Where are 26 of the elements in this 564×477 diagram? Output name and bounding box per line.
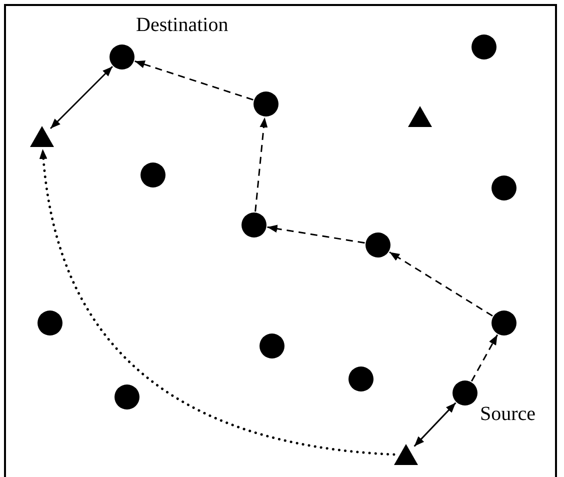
triangle-node <box>394 444 418 465</box>
dashed-arrow <box>134 60 254 101</box>
dashed-arrow <box>267 224 365 244</box>
node-circle <box>140 162 166 188</box>
node-circle <box>348 366 374 392</box>
dashed-arrow <box>470 334 498 382</box>
triangle-node <box>408 106 432 127</box>
node-label: Destination <box>136 14 228 36</box>
double-arrow <box>50 66 114 130</box>
node-circle <box>492 310 516 336</box>
node-circle <box>452 380 478 406</box>
node-circle <box>242 212 266 238</box>
node-circle <box>254 92 278 116</box>
dashed-arrow <box>389 251 493 317</box>
node-circle <box>366 232 390 258</box>
node-circle <box>260 334 284 358</box>
node-label: Source <box>480 403 536 425</box>
triangle-node <box>30 126 54 147</box>
node-circle <box>492 176 516 200</box>
node-circle <box>472 34 496 60</box>
dotted-arrow <box>40 148 396 456</box>
node-circle <box>110 44 134 70</box>
node-circle <box>38 310 62 336</box>
node-circle <box>114 384 140 410</box>
dashed-arrow <box>254 117 268 212</box>
double-arrow <box>414 402 456 447</box>
